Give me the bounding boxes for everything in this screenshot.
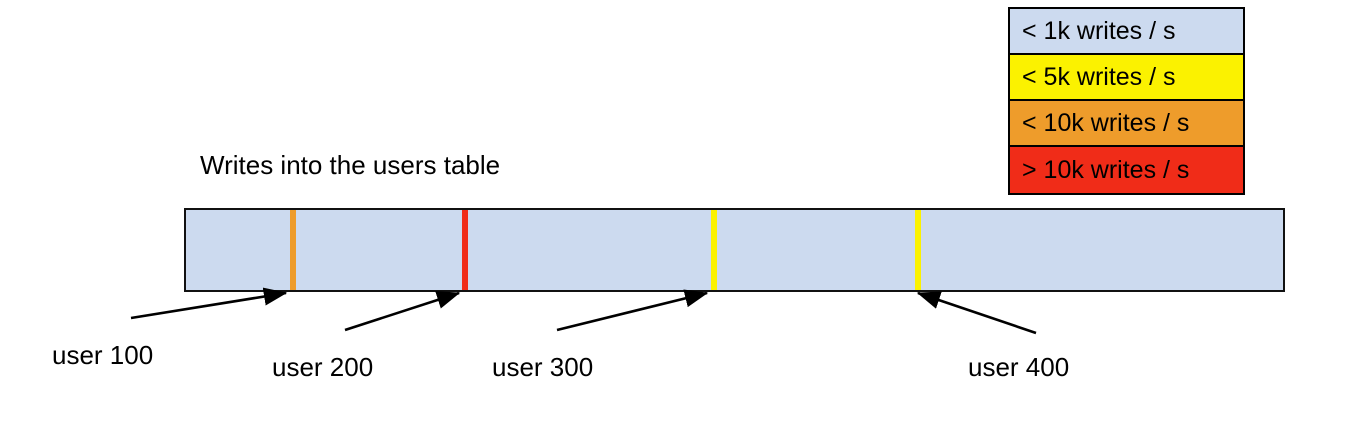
marker-user-400: [915, 210, 921, 290]
label-user-300: user 300: [492, 352, 594, 382]
label-user-200: user 200: [272, 352, 374, 382]
users-table-bar: [184, 208, 1285, 292]
legend-row-lt-10k: < 10k writes / s: [1010, 101, 1243, 147]
chart-title: Writes into the users table: [200, 150, 501, 180]
arrow-user-300: [556, 289, 709, 332]
arrow-user-400: [916, 291, 1037, 335]
legend-label-gt-10k: > 10k writes / s: [1022, 155, 1190, 184]
legend: < 1k writes / s < 5k writes / s < 10k wr…: [1008, 7, 1245, 195]
marker-user-100: [290, 210, 296, 290]
arrow-user-100: [130, 287, 288, 320]
marker-user-200: [462, 210, 468, 290]
legend-label-lt-10k: < 10k writes / s: [1022, 108, 1190, 137]
legend-row-lt-5k: < 5k writes / s: [1010, 55, 1243, 101]
label-user-100: user 100: [52, 340, 154, 370]
legend-row-gt-10k: > 10k writes / s: [1010, 147, 1243, 193]
legend-label-lt-1k: < 1k writes / s: [1022, 16, 1176, 45]
marker-user-300: [711, 210, 717, 290]
legend-label-lt-5k: < 5k writes / s: [1022, 62, 1176, 91]
arrow-user-200: [344, 291, 461, 332]
legend-row-lt-1k: < 1k writes / s: [1010, 9, 1243, 55]
label-user-400: user 400: [968, 352, 1070, 382]
